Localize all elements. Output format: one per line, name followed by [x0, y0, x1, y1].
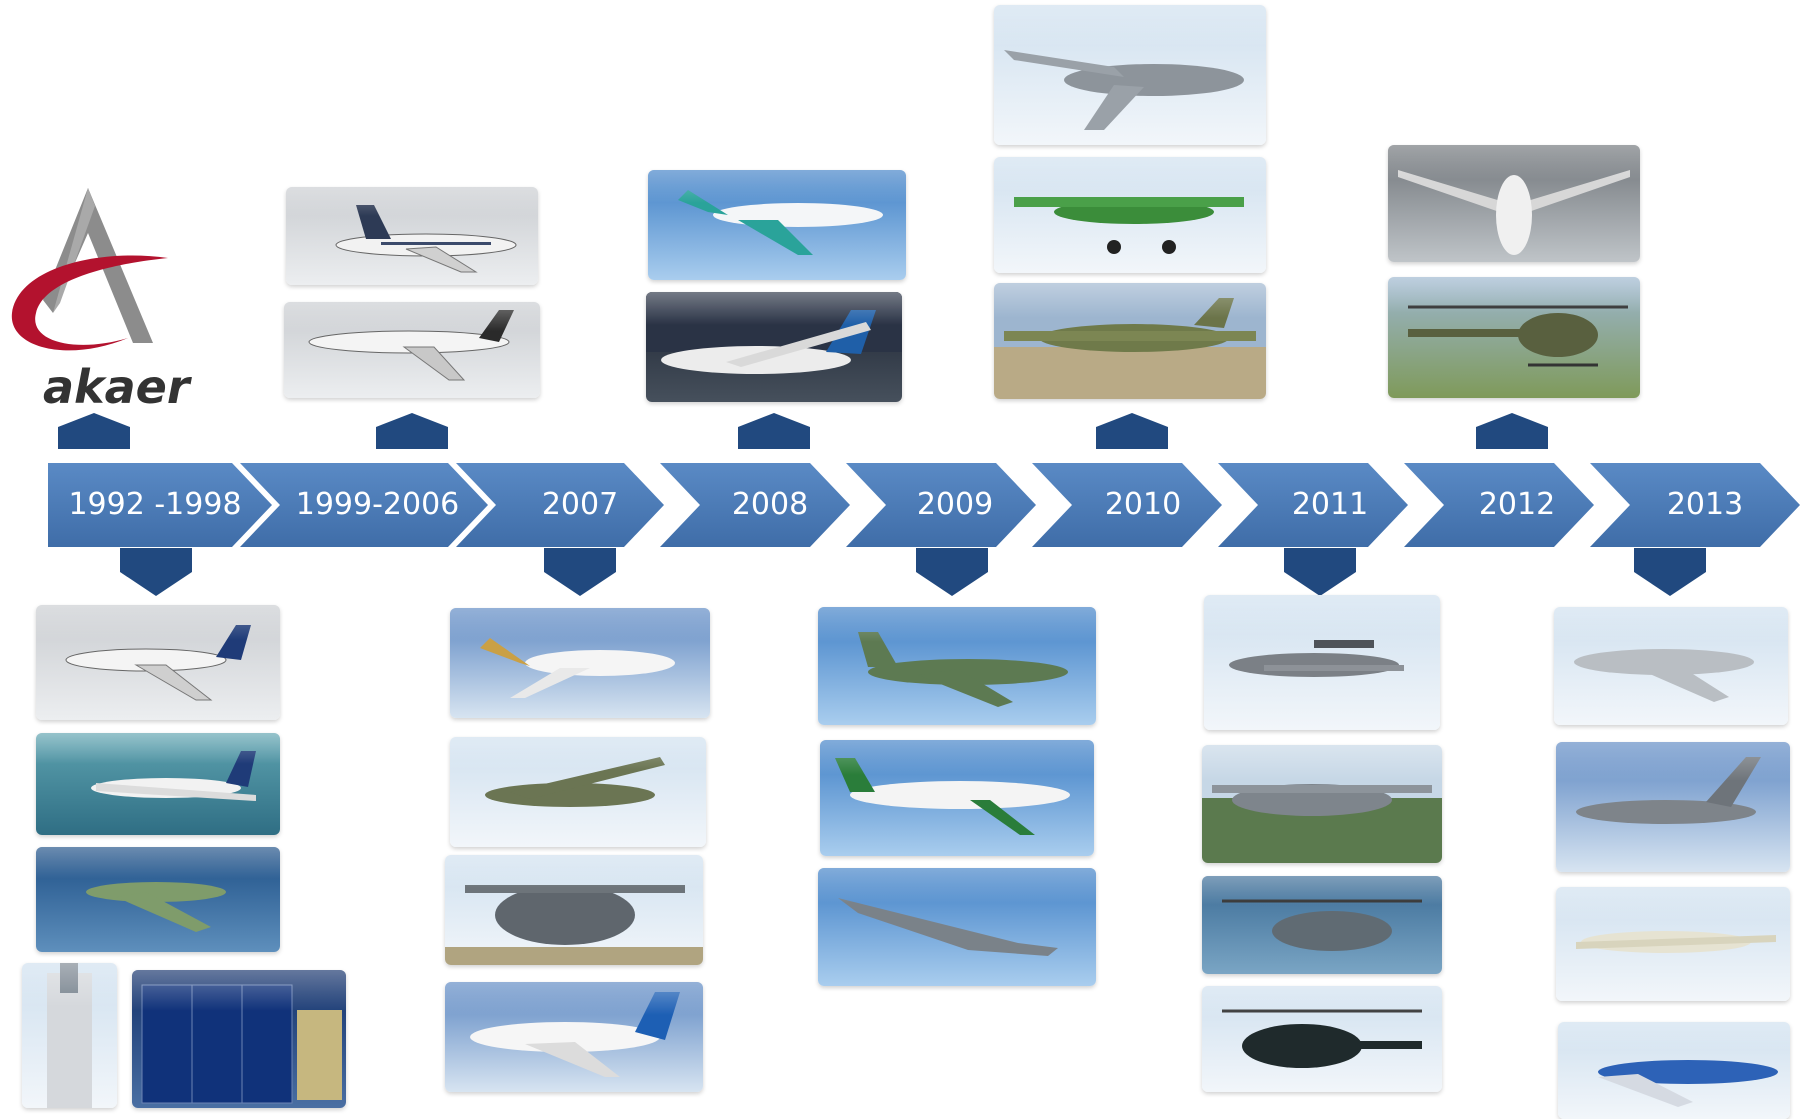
photo-2012-helicopter [1388, 277, 1640, 398]
a380-icon [470, 992, 680, 1077]
boeing-747-icon [646, 292, 902, 374]
timeline-segment-1992 [48, 463, 272, 547]
turboprop-attack-icon [1576, 931, 1776, 953]
tanker-aircraft-icon [1576, 757, 1761, 824]
crop-duster-icon [1014, 197, 1244, 254]
year-label-2013: 2013 [1666, 487, 1744, 522]
solar-panel-icon [141, 984, 342, 1104]
business-jet-icon [480, 638, 675, 698]
up-marker-2010 [1096, 413, 1168, 449]
turboprop-trainer-icon [485, 757, 665, 807]
photo-2010-crop-duster [994, 157, 1266, 273]
timeline-segment-2008 [660, 463, 850, 547]
photo-2012-business-jet [1388, 145, 1640, 262]
airliner-icon [835, 758, 1070, 835]
photo-2009-airliner [820, 740, 1094, 856]
down-marker-1992 [120, 548, 192, 596]
down-marker-2007 [544, 548, 616, 596]
photo-1992-solar-panel [132, 970, 346, 1108]
timeline-segment-2010 [1032, 463, 1222, 547]
helicopter-icon [1222, 1009, 1422, 1068]
photo-2007-business-jet [450, 608, 710, 718]
up-marker-1992 [58, 413, 130, 449]
airliner-icon [335, 205, 517, 273]
year-label-2008: 2008 [731, 487, 809, 522]
photo-2013-tanker [1556, 742, 1790, 872]
fighter-jet-icon [838, 898, 1058, 956]
photo-2013-attack-turboprop [1556, 887, 1790, 1001]
military-transport-icon [1004, 50, 1244, 130]
down-marker-2011 [1284, 548, 1356, 596]
helicopter-icon [1222, 899, 1422, 951]
year-label-2012: 2012 [1478, 487, 1556, 522]
airliner-icon [308, 310, 514, 381]
photo-1999-airliner-1 [286, 187, 538, 285]
photo-2008-boeing-747 [646, 292, 902, 402]
up-marker-1999 [376, 413, 448, 449]
business-jet-icon [1398, 170, 1630, 255]
logo-wordmark: akaer [43, 360, 193, 410]
timeline-segment-2007 [456, 463, 664, 547]
year-label-2007: 2007 [541, 487, 619, 522]
photo-2010-camouflage-turboprop [994, 283, 1266, 399]
year-label-2010: 2010 [1104, 487, 1182, 522]
photo-2007-trainer [450, 737, 706, 847]
photo-2013-fighter [1554, 607, 1788, 725]
year-label-2011: 2011 [1291, 487, 1369, 522]
photo-1992-turboprop [36, 733, 280, 835]
photo-2007-a400m [445, 855, 703, 965]
photo-2009-fighter [818, 607, 1096, 725]
akaer-logo: akaer [8, 188, 208, 414]
camouflage-turboprop-icon [1004, 298, 1256, 352]
photo-2011-helicopter-1 [1202, 876, 1442, 974]
timeline-segment-2012 [1404, 463, 1594, 547]
photo-2011-kc390 [1202, 745, 1442, 863]
helicopter-icon [1408, 305, 1628, 367]
military-transport-icon [1212, 784, 1432, 816]
photo-2007-a380 [445, 982, 703, 1092]
photo-2011-aew [1204, 595, 1440, 730]
timeline-segment-2013 [1590, 463, 1800, 547]
year-label-1992-1998: 1992 -1998 [68, 487, 242, 522]
fighter-jet-icon [858, 632, 1068, 707]
down-marker-2013 [1634, 548, 1706, 596]
timeline-segment-1999 [240, 463, 488, 547]
photo-2011-helicopter-2 [1202, 986, 1442, 1092]
fighter-jet-icon [86, 882, 226, 932]
year-label-1999-2006: 1999-2006 [295, 487, 460, 522]
timeline-bar [48, 463, 1800, 547]
down-marker-2009 [916, 548, 988, 596]
photo-1992-regional-jet [36, 605, 280, 720]
fighter-jet-icon [1574, 649, 1754, 702]
photo-2008-business-jet [648, 170, 906, 280]
up-marker-2012 [1476, 413, 1548, 449]
aew-aircraft-icon [1229, 640, 1404, 677]
regional-jet-icon [65, 625, 251, 701]
airliner-icon [1598, 1060, 1778, 1107]
rocket-icon [47, 963, 92, 1108]
turboprop-icon [91, 751, 256, 801]
photo-2013-e2-jet [1558, 1022, 1790, 1119]
up-marker-2008 [738, 413, 810, 449]
photo-1992-fighter [36, 847, 280, 952]
photo-1992-rocket [22, 963, 117, 1108]
photo-1999-airliner-2 [284, 302, 540, 398]
photo-2010-transport [994, 5, 1266, 145]
timeline-segment-2011 [1218, 463, 1408, 547]
military-transport-icon [445, 885, 703, 965]
photo-2009-gripen [818, 868, 1096, 986]
timeline-segment-2009 [846, 463, 1036, 547]
year-label-2009: 2009 [916, 487, 994, 522]
business-jet-icon [678, 190, 883, 255]
